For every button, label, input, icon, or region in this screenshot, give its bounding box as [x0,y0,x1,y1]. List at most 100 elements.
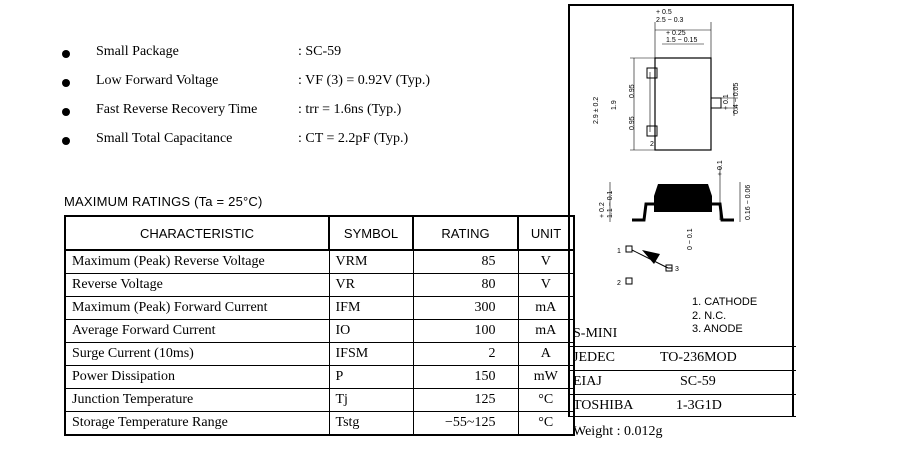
feature-value: : trr = 1.6ns (Typ.) [298,102,402,117]
pin-number-label: 2 [650,141,654,148]
bullet-icon [62,137,70,145]
ratings-table: CHARACTERISTIC SYMBOL RATING UNIT Maximu… [64,215,575,436]
feature-name: Fast Reverse Recovery Time [96,102,258,117]
package-body-top-view [654,57,712,151]
cell-unit: °C [517,388,575,412]
cell-characteristic: Storage Temperature Range [64,411,330,436]
cell-rating: 300 [412,296,519,320]
cell-characteristic: Reverse Voltage [64,273,330,297]
bullet-icon [62,108,70,116]
cell-unit: V [517,249,575,274]
dim-label: 0.95 [629,116,636,130]
cell-rating: 80 [412,273,519,297]
cell-rating: 100 [412,319,519,343]
diode-symbol-icon [642,250,660,264]
feature-value: : VF (3) = 0.92V (Typ.) [298,73,431,88]
feature-name: Small Package [96,44,179,59]
cell-unit: mA [517,296,575,320]
pin-1-lead [646,67,658,79]
bullet-icon [62,79,70,87]
dim-label: 1.1 − 0.1 [607,190,614,218]
pin-1-pad [625,245,633,253]
dim-label: 1.9 [611,100,618,110]
pin-assignment-list: 1. CATHODE 2. N.C. 3. ANODE [692,296,757,337]
ratings-title: MAXIMUM RATINGS (Ta = 25°C) [64,194,263,209]
pin-3-lead [710,97,722,109]
package-name: S-MINI [573,326,618,341]
cell-characteristic: Maximum (Peak) Reverse Voltage [64,249,330,274]
feature-value: : SC-59 [298,44,342,59]
feature-value: : CT = 2.2pF (Typ.) [298,131,409,146]
package-outline-box: + 0.5 2.5 − 0.3 + 0.25 1.5 − 0.15 + 0.1 … [568,4,794,416]
pin-3-pad [665,264,673,272]
cell-unit: A [517,342,575,366]
cell-rating: 85 [412,249,519,274]
eiaj-label: EIAJ [573,374,602,389]
dim-label: + 0.2 [599,202,606,218]
cell-rating: 150 [412,365,519,389]
weight-text: Weight : 0.012g [573,424,663,439]
cell-symbol: Tj [328,388,414,412]
divider [568,370,796,371]
cell-symbol: IO [328,319,414,343]
dim-label: + 0.25 [666,30,686,37]
column-header: SYMBOL [328,215,414,251]
cell-unit: mA [517,319,575,343]
pin-number-label: 2 [617,280,621,287]
feature-name: Small Total Capacitance [96,131,233,146]
dim-label: 2.5 − 0.3 [656,17,684,24]
side-lead-right [712,202,734,222]
cell-symbol: P [328,365,414,389]
dim-label: 0 ~ 0.1 [687,228,694,250]
dim-label: + 0.5 [656,9,672,16]
cell-unit: °C [517,411,575,436]
cell-unit: mW [517,365,575,389]
pin-assignment: 2. N.C. [692,309,727,322]
dim-label: + 0.1 [717,160,724,176]
divider [568,346,796,347]
dim-label: 1.5 − 0.15 [666,37,697,44]
bullet-icon [62,50,70,58]
dim-label: + 0.1 [723,94,730,110]
cell-symbol: IFM [328,296,414,320]
cell-symbol: VRM [328,249,414,274]
feature-name: Low Forward Voltage [96,73,219,88]
cell-symbol: IFSM [328,342,414,366]
cell-unit: V [517,273,575,297]
jedec-label: JEDEC [573,350,615,365]
pin-2-lead [646,125,658,137]
toshiba-label: TOSHIBA [573,398,634,413]
column-header: CHARACTERISTIC [64,215,330,251]
dim-label: 0.16 − 0.06 [745,185,752,220]
cell-rating: 125 [412,388,519,412]
pin-assignment: 1. CATHODE [692,296,758,308]
divider [568,416,796,417]
column-header: UNIT [517,215,575,251]
cell-characteristic: Surge Current (10ms) [64,342,330,366]
toshiba-value: 1-3G1D [676,398,722,413]
table-header-row: CHARACTERISTIC SYMBOL RATING UNIT [64,215,575,251]
cell-characteristic: Maximum (Peak) Forward Current [64,296,330,320]
cell-rating: −55~125 [412,411,519,436]
pin-number-label: 3 [675,266,679,273]
eiaj-value: SC-59 [680,374,716,389]
cell-characteristic: Average Forward Current [64,319,330,343]
cell-characteristic: Power Dissipation [64,365,330,389]
cell-symbol: Tstg [328,411,414,436]
pin-number-label: 1 [617,248,621,255]
jedec-value: TO-236MOD [660,350,737,365]
pin-2-pad [625,277,633,285]
pin-assignment: 3. ANODE [692,323,743,335]
cell-rating: 2 [412,342,519,366]
dim-label: 0.95 [629,84,636,98]
cell-symbol: VR [328,273,414,297]
dim-label: 0.4 − 0.05 [733,83,740,114]
